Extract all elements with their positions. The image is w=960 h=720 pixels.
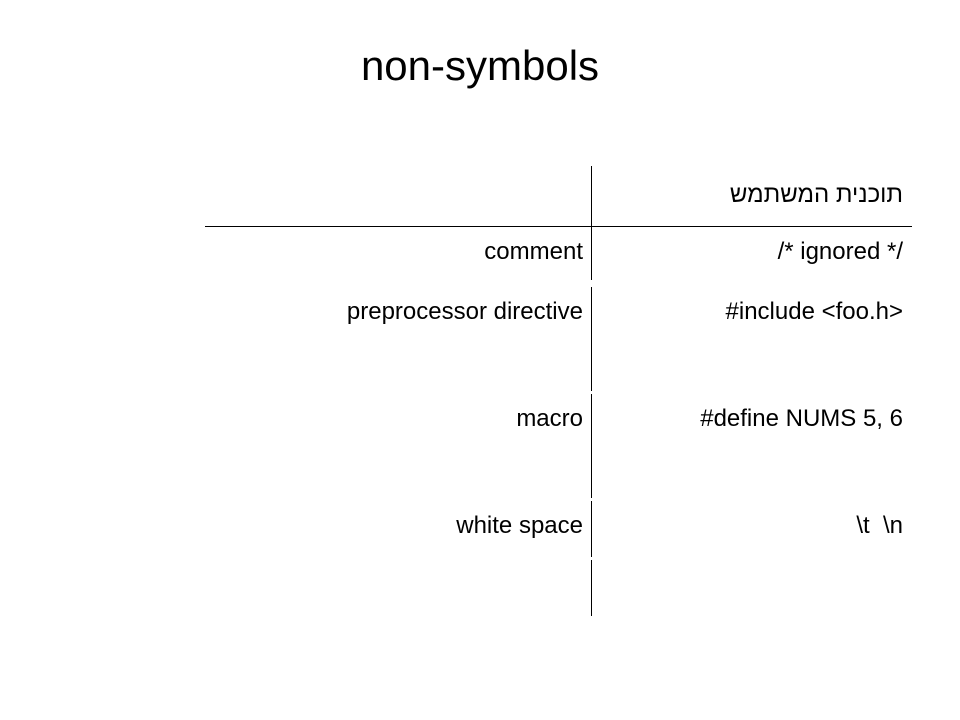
row-code-macro: #define NUMS 5, 6 (700, 405, 903, 432)
row-label-whitespace: white space (456, 512, 583, 539)
row-label-preprocessor: preprocessor directive (346, 298, 583, 325)
row-code-preprocessor: #include <foo.h> (725, 298, 903, 325)
column-divider (591, 394, 592, 498)
column-divider (591, 287, 592, 391)
row-label-comment: comment (484, 238, 583, 265)
slide-title: non-symbols (360, 42, 600, 89)
row-code-whitespace: \t \n (856, 512, 903, 539)
row-code-comment: /* ignored */ (777, 238, 903, 265)
row-label-macro: macro (516, 405, 583, 432)
column-divider (591, 560, 592, 616)
header-separator (205, 226, 912, 227)
header-user-program: תוכנית המשתמש (729, 181, 903, 208)
column-divider (591, 501, 592, 557)
column-divider (591, 166, 592, 280)
